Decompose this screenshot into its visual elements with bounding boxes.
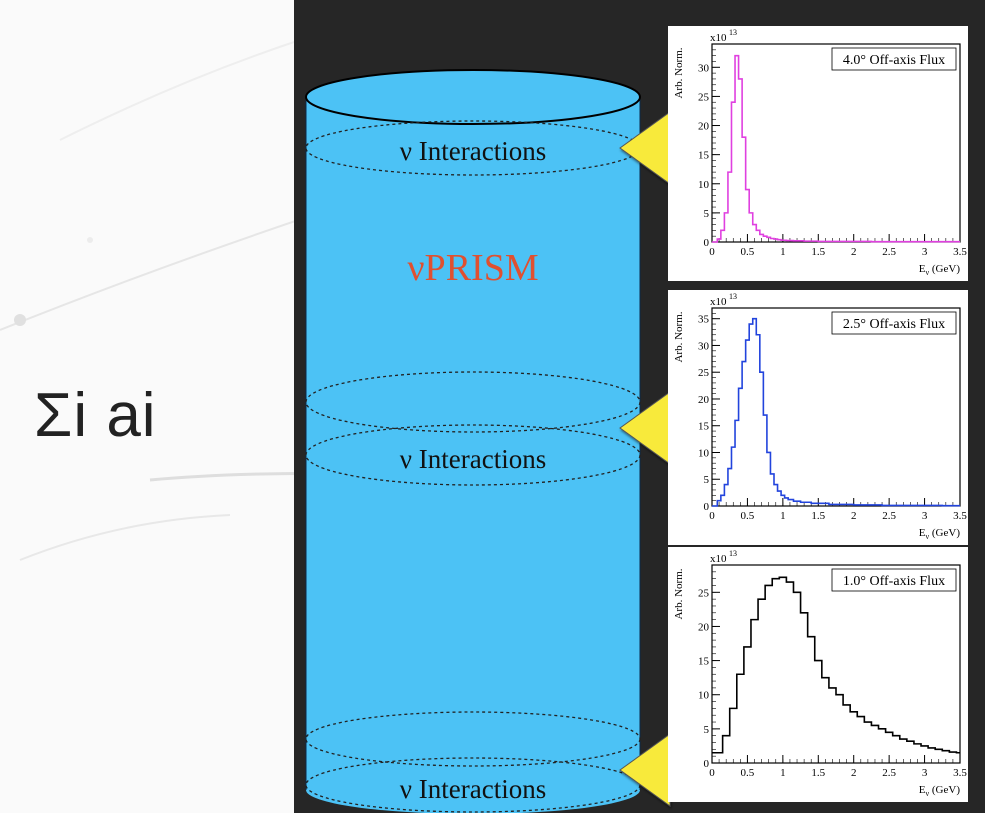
x-tick-label: 2.5 (882, 510, 896, 522)
y-multiplier-exponent: 13 (729, 28, 737, 37)
x-tick-label: 0 (709, 767, 715, 779)
x-tick-label: 0.5 (741, 767, 755, 779)
x-tick-label: 2.5 (882, 767, 896, 779)
y-tick-label: 20 (698, 121, 710, 133)
y-axis-label: Arb. Norm. (673, 311, 685, 362)
title-box (831, 47, 957, 71)
y-tick-label: 30 (698, 62, 710, 74)
x-axis-label: Eν (GeV) (919, 784, 961, 798)
y-tick-label: 15 (698, 421, 710, 433)
x-tick-label: 3 (922, 510, 928, 522)
x-tick-label: 1 (780, 246, 786, 258)
y-tick-label: 10 (698, 447, 710, 459)
title-box (831, 311, 957, 335)
x-tick-label: 2 (851, 767, 857, 779)
y-tick-label: 25 (698, 91, 710, 103)
flux-chart-1deg: 0 0.5 1 1.5 2 2.5 3 3.5 0 5 10 15 20 25 1.0° Off-axis … (668, 547, 968, 802)
interaction-label-bottom: ν Interactions (400, 774, 546, 804)
x-tick-label: 2 (851, 246, 857, 258)
flux-series-line (712, 317, 960, 507)
x-tick-label: 1.5 (811, 767, 825, 779)
y-tick-label: 5 (704, 474, 710, 486)
x-tick-label: 3.5 (953, 510, 967, 522)
y-tick-label: 0 (704, 501, 710, 513)
x-tick-label: 1.5 (811, 510, 825, 522)
y-multiplier: x10 (710, 553, 727, 565)
x-tick-label: 2 (851, 510, 857, 522)
y-tick-label: 0 (704, 758, 710, 770)
x-tick-label: 3.5 (953, 246, 967, 258)
y-tick-label: 15 (698, 150, 710, 162)
y-tick-label: 30 (698, 340, 710, 352)
x-tick-label: 0.5 (741, 246, 755, 258)
x-tick-label: 3 (922, 246, 928, 258)
y-tick-label: 25 (698, 587, 710, 599)
interaction-label-top: ν Interactions (400, 136, 546, 166)
interaction-slice-middle (305, 424, 641, 486)
y-tick-label: 35 (698, 314, 710, 326)
x-tick-label: 1 (780, 767, 786, 779)
title-box (831, 568, 957, 592)
x-axis-label: Eν (GeV) (919, 527, 961, 541)
sum-formula: Σi ai (34, 381, 157, 450)
x-tick-label: 1.5 (811, 246, 825, 258)
x-tick-label: 2.5 (882, 246, 896, 258)
y-tick-label: 10 (698, 690, 710, 702)
y-tick-label: 5 (704, 724, 710, 736)
interaction-slice-middle-upper (305, 371, 641, 433)
y-multiplier: x10 (710, 296, 727, 308)
diagram-panel: ν Interactions ν Interactions ν Interact… (294, 0, 985, 814)
y-multiplier-exponent: 13 (729, 292, 737, 301)
y-multiplier-exponent: 13 (729, 549, 737, 558)
chart-title: 2.5° Off-axis Flux (843, 317, 945, 332)
y-multiplier: x10 (710, 32, 727, 44)
x-tick-label: 0.5 (741, 510, 755, 522)
detector-top (305, 69, 641, 125)
flux-chart-2-5deg: 0 0.5 1 1.5 2 2.5 3 3.5 0 5 10 15 20 25 30 35 2.5° Off-a… (668, 290, 968, 545)
y-tick-label: 25 (698, 367, 710, 379)
detector-diagram: ν Interactions ν Interactions ν Interact… (294, 0, 985, 814)
x-tick-label: 3 (922, 767, 928, 779)
flux-series-line (712, 576, 960, 754)
interaction-slice-bottom-upper (305, 711, 641, 767)
y-tick-label: 0 (704, 237, 710, 249)
detector-title: νPRISM (407, 247, 538, 289)
flux-chart-4deg: 0 0.5 1 1.5 2 2.5 3 3.5 0 5 10 15 20 25 30 4.0° Off-axi… (668, 26, 968, 281)
chart-title: 1.0° Off-axis Flux (843, 574, 945, 589)
y-tick-label: 15 (698, 656, 710, 668)
detector-body (306, 95, 640, 790)
y-tick-label: 20 (698, 394, 710, 406)
y-tick-label: 10 (698, 179, 710, 191)
plot-frame (711, 307, 961, 507)
y-tick-label: 5 (704, 208, 710, 220)
y-axis-label: Arb. Norm. (673, 568, 685, 619)
y-axis-label: Arb. Norm. (673, 47, 685, 98)
x-tick-label: 0 (709, 246, 715, 258)
x-tick-label: 3.5 (953, 767, 967, 779)
plot-frame (711, 564, 961, 764)
y-tick-label: 20 (698, 621, 710, 633)
x-axis-label: Eν (GeV) (919, 263, 961, 277)
flux-series-line (712, 54, 960, 243)
x-tick-label: 0 (709, 510, 715, 522)
x-tick-label: 1 (780, 510, 786, 522)
interaction-label-middle: ν Interactions (400, 444, 546, 474)
chart-title: 4.0° Off-axis Flux (843, 53, 945, 68)
